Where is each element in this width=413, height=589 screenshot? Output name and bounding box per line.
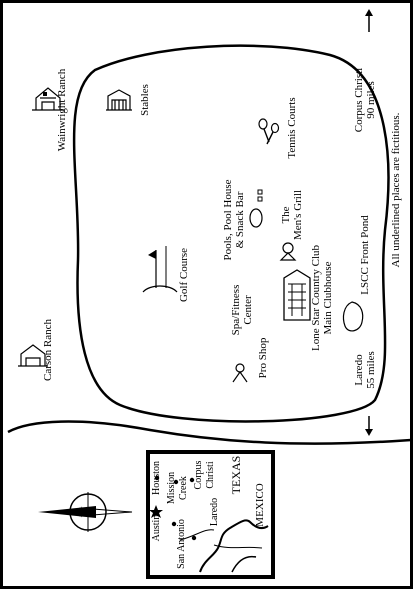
pools-label: Pools, Pool House & Snack Bar xyxy=(222,179,246,261)
mens-grill-label: The Men's Grill xyxy=(280,190,304,240)
corpus-christi-direction: Corpus Christi 90 miles xyxy=(353,67,377,133)
spa-label: Spa/Fitness Center xyxy=(230,284,254,336)
clubhouse-label: Lone Star Country Club Main Clubhouse xyxy=(310,244,334,352)
dot-icon xyxy=(189,477,195,483)
laredo-direction: Laredo 55 miles xyxy=(353,351,377,389)
arrow-down-icon xyxy=(365,416,373,436)
chef-icon xyxy=(279,242,297,261)
arrow-up-icon xyxy=(365,9,373,32)
dot-icon xyxy=(173,479,179,485)
tennis-rackets-icon xyxy=(258,118,280,145)
fictitious-note: All underlined places are fictitious. xyxy=(390,112,402,268)
pro-shop-icon xyxy=(232,363,248,383)
carson-ranch-label: Carson Ranch xyxy=(42,318,54,382)
ranch-house-icon xyxy=(32,87,64,111)
stables-label: Stables xyxy=(139,84,151,116)
stables-icon xyxy=(106,89,132,111)
compass-north-label: N xyxy=(79,506,95,518)
highway-road xyxy=(7,420,412,445)
tennis-courts-label: Tennis Courts xyxy=(286,97,298,159)
ranch-house-icon xyxy=(18,344,48,367)
front-pond-label: LSCC Front Pond xyxy=(359,215,371,295)
inset-border-line xyxy=(213,544,263,549)
golf-course-label: Golf Course xyxy=(178,247,190,303)
dot-icon xyxy=(191,535,197,541)
dot-icon xyxy=(171,521,177,527)
dot-icon xyxy=(154,475,160,481)
pool-icon xyxy=(249,189,263,228)
golf-flag-icon xyxy=(142,246,178,293)
clubhouse-icon xyxy=(283,269,311,321)
inset-road xyxy=(179,529,215,541)
inset-city-markers xyxy=(149,475,197,541)
inset-river xyxy=(199,519,269,573)
pro-shop-label: Pro Shop xyxy=(257,337,269,379)
pond-icon xyxy=(342,301,364,332)
country-club-boundary xyxy=(72,44,390,423)
star-icon xyxy=(149,505,163,518)
wainwright-ranch-label: Wainwright Ranch xyxy=(56,68,68,152)
compass-icon xyxy=(38,492,133,532)
